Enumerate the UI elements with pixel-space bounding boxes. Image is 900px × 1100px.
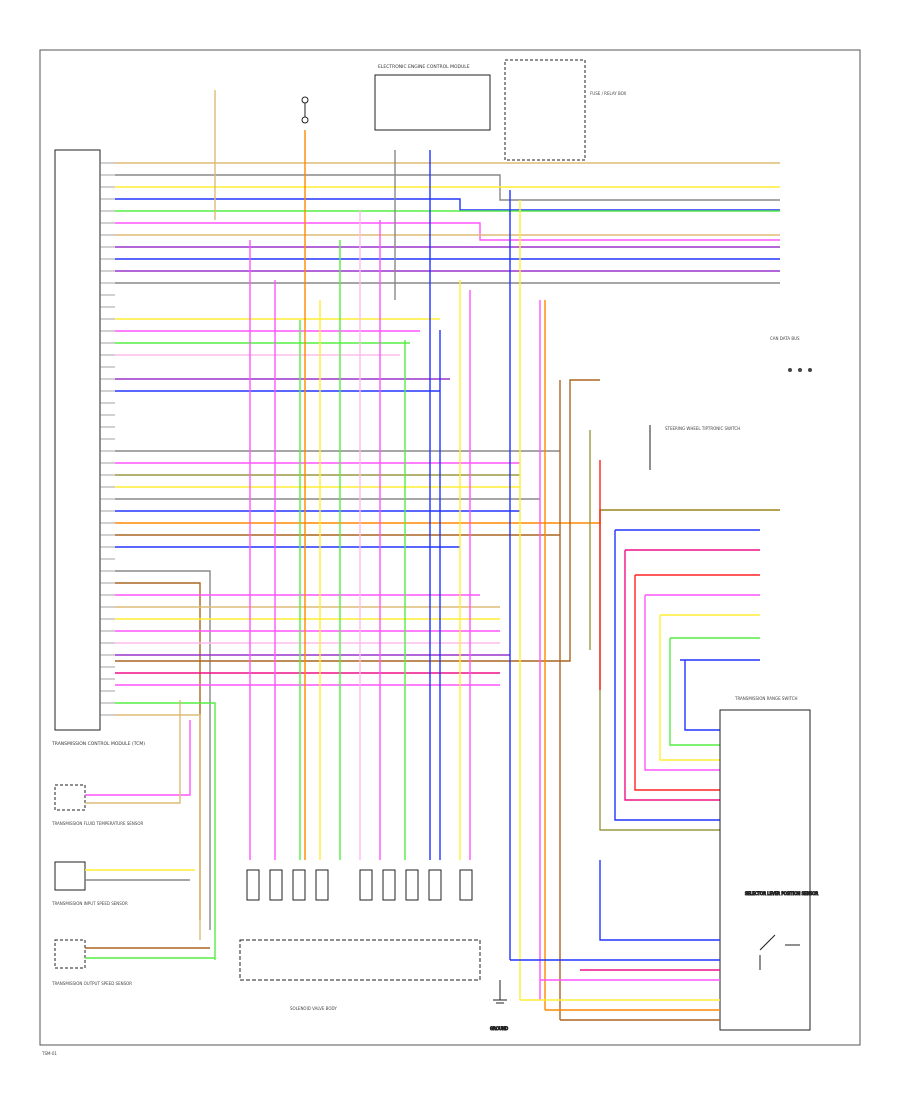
sensor-wires (85, 700, 215, 959)
tft-label: TRANSMISSION FLUID TEMPERATURE SENSOR (51, 821, 144, 826)
ground-label: GROUND (490, 1026, 508, 1031)
output-speed-sensor: TRANSMISSION OUTPUT SPEED SENSOR (51, 939, 132, 986)
selector-lever-symbol: SELECTOR LEVER POSITION SENSOR (745, 891, 819, 970)
steering-switch-label: STEERING WHEEL TIPTRONIC SWITCH (665, 426, 740, 431)
vertical-wires (214, 90, 561, 1020)
fuse-left (301, 96, 309, 124)
steering-switch: STEERING WHEEL TIPTRONIC SWITCH (649, 425, 740, 470)
tcm-label: TRANSMISSION CONTROL MODULE (TCM) (51, 741, 145, 747)
tcm-pin-ticks (100, 162, 115, 716)
bottom-right-wires (510, 860, 720, 1021)
ecm-box: ELECTRONIC ENGINE CONTROL MODULE (374, 64, 491, 131)
solenoid-body: SOLENOID VALVE BODY (239, 939, 481, 1011)
range-switch-label: TRANSMISSION RANGE SWITCH (734, 696, 798, 701)
page-code: TSM-01 (41, 1051, 57, 1056)
ecm-label: ELECTRONIC ENGINE CONTROL MODULE (378, 64, 470, 70)
input-speed-label: TRANSMISSION INPUT SPEED SENSOR (51, 901, 128, 906)
range-switch-box: TRANSMISSION RANGE SWITCH (719, 696, 811, 1031)
diagram-frame (39, 49, 861, 1046)
output-speed-label: TRANSMISSION OUTPUT SPEED SENSOR (51, 981, 132, 986)
input-speed-sensor: TRANSMISSION INPUT SPEED SENSOR (51, 861, 128, 906)
ground-symbol: GROUND (490, 980, 509, 1032)
harness-wires (115, 162, 780, 960)
solenoid-connectors (246, 869, 473, 901)
selector-lever-label: SELECTOR LEVER POSITION SENSOR (745, 891, 818, 896)
data-bus-label: CAN DATA BUS (770, 336, 800, 341)
solenoid-label: SOLENOID VALVE BODY (290, 1006, 337, 1011)
range-switch-wires (589, 430, 780, 831)
tcm-module: TRANSMISSION CONTROL MODULE (TCM) (51, 149, 145, 747)
data-bus: CAN DATA BUS (770, 336, 812, 372)
tft-sensor: TRANSMISSION FLUID TEMPERATURE SENSOR (51, 784, 144, 826)
fuse-box-top: FUSE / RELAY BOX (504, 59, 627, 161)
fuse-box-label: FUSE / RELAY BOX (590, 91, 627, 96)
